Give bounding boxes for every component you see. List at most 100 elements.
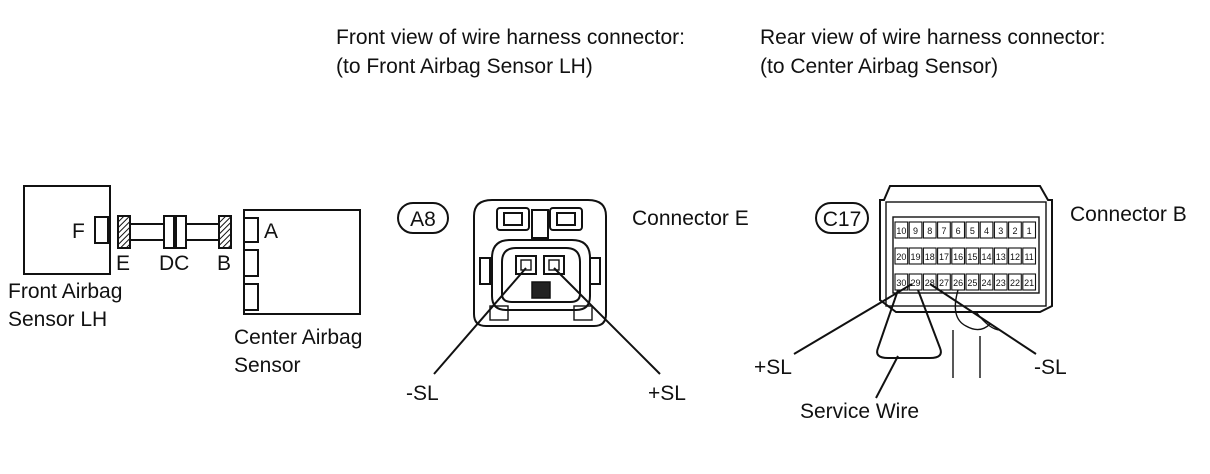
pin-cell xyxy=(894,221,909,239)
pin-cell xyxy=(1022,273,1037,291)
terminal-plus-sl-a8: +SL xyxy=(648,382,686,405)
front-airbag-sensor-block: F xyxy=(23,185,111,275)
terminal-minus-sl-c17: -SL xyxy=(1034,356,1067,379)
pin-number: 8 xyxy=(927,226,932,236)
center-sensor-label-line2: Sensor xyxy=(234,354,301,377)
pin-number: 12 xyxy=(1010,252,1020,262)
center-sensor-label-line1: Center Airbag xyxy=(234,326,362,349)
front-sensor-label-line2: Sensor LH xyxy=(8,308,107,331)
harness-wire: E DC B xyxy=(116,215,232,275)
pin-cell xyxy=(908,247,923,265)
pin-number: 29 xyxy=(911,278,921,288)
pin-cell xyxy=(1008,247,1022,265)
pin-number: 24 xyxy=(982,278,992,288)
pin-cell xyxy=(1022,221,1037,239)
terminal-minus-sl-a8: -SL xyxy=(406,382,439,405)
pin-number: 28 xyxy=(925,278,935,288)
pin-number: 20 xyxy=(896,252,906,262)
front-sensor-box xyxy=(23,185,111,275)
pin-cell xyxy=(1008,221,1022,239)
connector-c17-name: Connector B xyxy=(1070,203,1187,226)
pin-cell xyxy=(951,221,966,239)
pin-cell xyxy=(1022,247,1037,265)
pin-number: 11 xyxy=(1024,252,1033,262)
pin-cell xyxy=(965,247,980,265)
pin-cell xyxy=(979,273,994,291)
pin-number: 22 xyxy=(1010,278,1020,288)
dc-connector-left xyxy=(163,215,175,249)
pin-cell xyxy=(951,273,966,291)
label-dc: DC xyxy=(159,252,189,275)
pin-cell xyxy=(965,273,980,291)
pin-number: 5 xyxy=(970,226,975,236)
pin-cell xyxy=(937,221,951,239)
label-f: F xyxy=(72,220,85,243)
connector-c17-housing xyxy=(879,185,1053,313)
pin-number: 26 xyxy=(953,278,963,288)
pin-cell xyxy=(993,247,1008,265)
pin-cell xyxy=(908,221,923,239)
pin-cell xyxy=(922,221,937,239)
pin-number: 6 xyxy=(956,226,961,236)
pin-cell xyxy=(993,273,1008,291)
pin-number: 30 xyxy=(896,278,906,288)
pin-number: 17 xyxy=(939,252,949,262)
pin-number: 15 xyxy=(967,252,977,262)
front-sensor-terminal xyxy=(94,216,109,244)
connector-a8-housing xyxy=(473,199,607,327)
pin-cell xyxy=(951,247,966,265)
pin-cell xyxy=(965,221,980,239)
center-sensor-box xyxy=(243,209,361,315)
pin-cell xyxy=(937,273,951,291)
connector-c17-badge xyxy=(815,202,869,234)
connector-b-hatch xyxy=(218,215,232,249)
pin-cell xyxy=(894,247,909,265)
connector-a8-badge xyxy=(397,202,449,234)
service-wire-loop xyxy=(876,289,942,359)
front-view-title-line1: Front view of wire harness connector: xyxy=(336,26,685,49)
pins-row-3: 30 29 28 27 26 25 24 23 22 21 xyxy=(894,273,1037,291)
pin-number: 19 xyxy=(911,252,921,262)
pin-number: 2 xyxy=(1012,226,1017,236)
pin-number: 3 xyxy=(998,226,1003,236)
connector-a8-name: Connector E xyxy=(632,207,749,230)
pin-number: 14 xyxy=(982,252,992,262)
center-terminal-2 xyxy=(243,249,259,277)
pin-number: 27 xyxy=(939,278,949,288)
center-terminal-3 xyxy=(243,283,259,311)
pin-cell xyxy=(937,247,951,265)
dc-connector-right xyxy=(175,215,187,249)
rear-view-title-line2: (to Center Airbag Sensor) xyxy=(760,55,998,78)
rear-view-title-line1: Rear view of wire harness connector: xyxy=(760,26,1106,49)
pin-number: 21 xyxy=(1024,278,1034,288)
center-terminal-1 xyxy=(243,217,259,243)
connector-a8: A8 Connector E -SL +SL xyxy=(397,199,749,405)
pin-number: 25 xyxy=(967,278,977,288)
pin-number: 10 xyxy=(896,226,906,236)
label-a: A xyxy=(264,220,278,243)
terminal-plus-sl-c17: +SL xyxy=(754,356,792,379)
front-view-title-line2: (to Front Airbag Sensor LH) xyxy=(336,55,593,78)
pin-number: 1 xyxy=(1027,226,1032,236)
pin-cell xyxy=(979,221,994,239)
pin-number: 4 xyxy=(984,226,989,236)
pin-cell xyxy=(922,247,937,265)
pin-number: 16 xyxy=(953,252,963,262)
pin-number: 13 xyxy=(996,252,1006,262)
pin-cell xyxy=(979,247,994,265)
label-e: E xyxy=(116,252,130,275)
pin-cell xyxy=(908,273,923,291)
service-wire-label: Service Wire xyxy=(800,400,919,423)
front-sensor-label-line1: Front Airbag xyxy=(8,280,122,303)
center-airbag-sensor-block: A xyxy=(243,209,361,315)
pin-number: 18 xyxy=(925,252,935,262)
pin-number: 23 xyxy=(996,278,1006,288)
label-b: B xyxy=(217,252,231,275)
pin-cell xyxy=(1008,273,1022,291)
connector-a8-id: A8 xyxy=(410,208,436,231)
pin-number: 7 xyxy=(941,226,946,236)
